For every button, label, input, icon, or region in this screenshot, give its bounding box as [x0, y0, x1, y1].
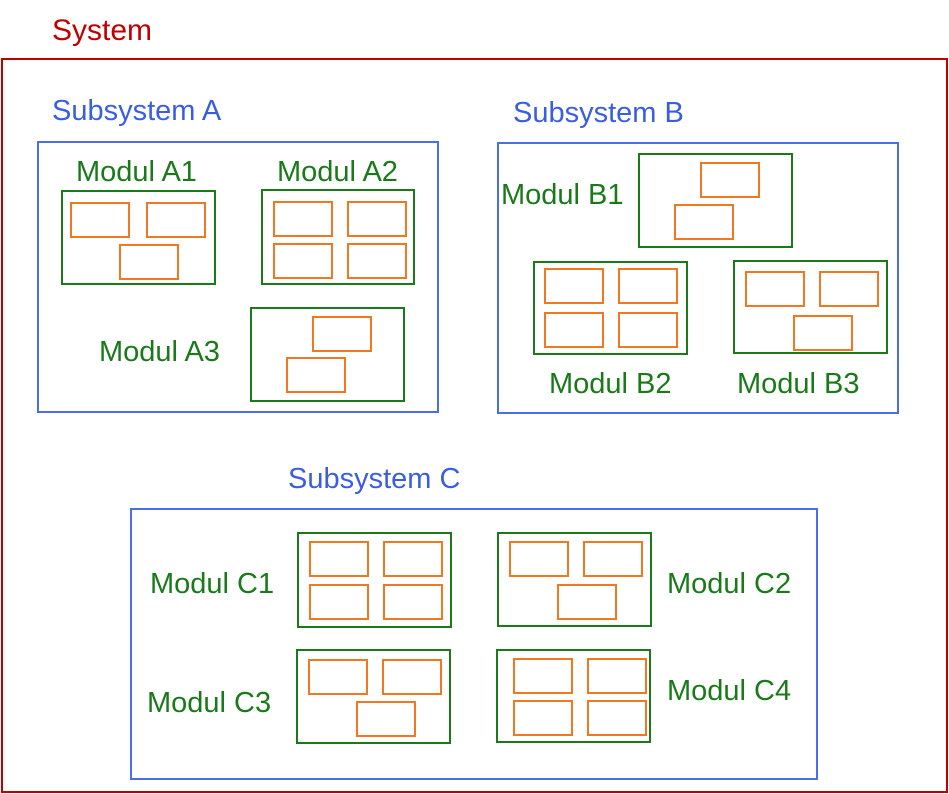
- unit-box: [618, 312, 678, 348]
- module-a2-box: [261, 189, 415, 285]
- subsystem-b-box: [497, 142, 899, 414]
- unit-box: [70, 202, 130, 238]
- module-c3-box: [296, 649, 451, 744]
- module-b3-label: Modul B3: [737, 368, 860, 400]
- unit-box: [700, 162, 760, 198]
- unit-box: [544, 312, 604, 348]
- unit-box: [544, 268, 604, 304]
- unit-box: [819, 271, 879, 307]
- module-c1-label: Modul C1: [150, 568, 275, 600]
- module-a1-box: [61, 190, 216, 285]
- module-b2-label: Modul B2: [549, 368, 672, 400]
- module-c1-box: [297, 532, 452, 628]
- unit-box: [513, 658, 573, 694]
- unit-box: [273, 243, 333, 279]
- unit-box: [674, 204, 734, 240]
- unit-box: [273, 201, 333, 237]
- unit-box: [356, 701, 416, 737]
- unit-box: [587, 700, 647, 736]
- module-a3-label: Modul A3: [99, 336, 220, 368]
- system-box: [1, 58, 948, 793]
- module-b1-box: [638, 153, 793, 248]
- subsystem-c-box: [130, 508, 818, 780]
- module-c4-label: Modul C4: [667, 675, 792, 707]
- module-c4-box: [496, 649, 651, 743]
- unit-box: [309, 541, 369, 577]
- unit-box: [146, 202, 206, 238]
- subsystem-a-label: Subsystem A: [52, 95, 222, 127]
- module-a2-label: Modul A2: [277, 156, 398, 188]
- unit-box: [383, 541, 443, 577]
- unit-box: [583, 541, 643, 577]
- unit-box: [513, 700, 573, 736]
- unit-box: [308, 659, 368, 695]
- unit-box: [745, 271, 805, 307]
- subsystem-a-box: [37, 141, 439, 413]
- unit-box: [557, 584, 617, 620]
- subsystem-c-label: Subsystem C: [288, 463, 461, 495]
- module-c2-box: [497, 532, 652, 627]
- unit-box: [312, 316, 372, 352]
- unit-box: [347, 243, 407, 279]
- module-c3-label: Modul C3: [147, 687, 272, 719]
- unit-box: [793, 315, 853, 351]
- unit-box: [587, 658, 647, 694]
- module-a3-box: [250, 307, 405, 402]
- unit-box: [309, 584, 369, 620]
- system-label: System: [52, 14, 153, 47]
- unit-box: [383, 584, 443, 620]
- unit-box: [618, 268, 678, 304]
- unit-box: [119, 244, 179, 280]
- module-b2-box: [533, 261, 688, 355]
- unit-box: [286, 357, 346, 393]
- module-c2-label: Modul C2: [667, 568, 792, 600]
- unit-box: [382, 659, 442, 695]
- unit-box: [347, 201, 407, 237]
- unit-box: [509, 541, 569, 577]
- subsystem-b-label: Subsystem B: [513, 97, 684, 129]
- module-b3-box: [733, 260, 888, 354]
- module-a1-label: Modul A1: [76, 156, 197, 188]
- module-b1-label: Modul B1: [501, 179, 624, 211]
